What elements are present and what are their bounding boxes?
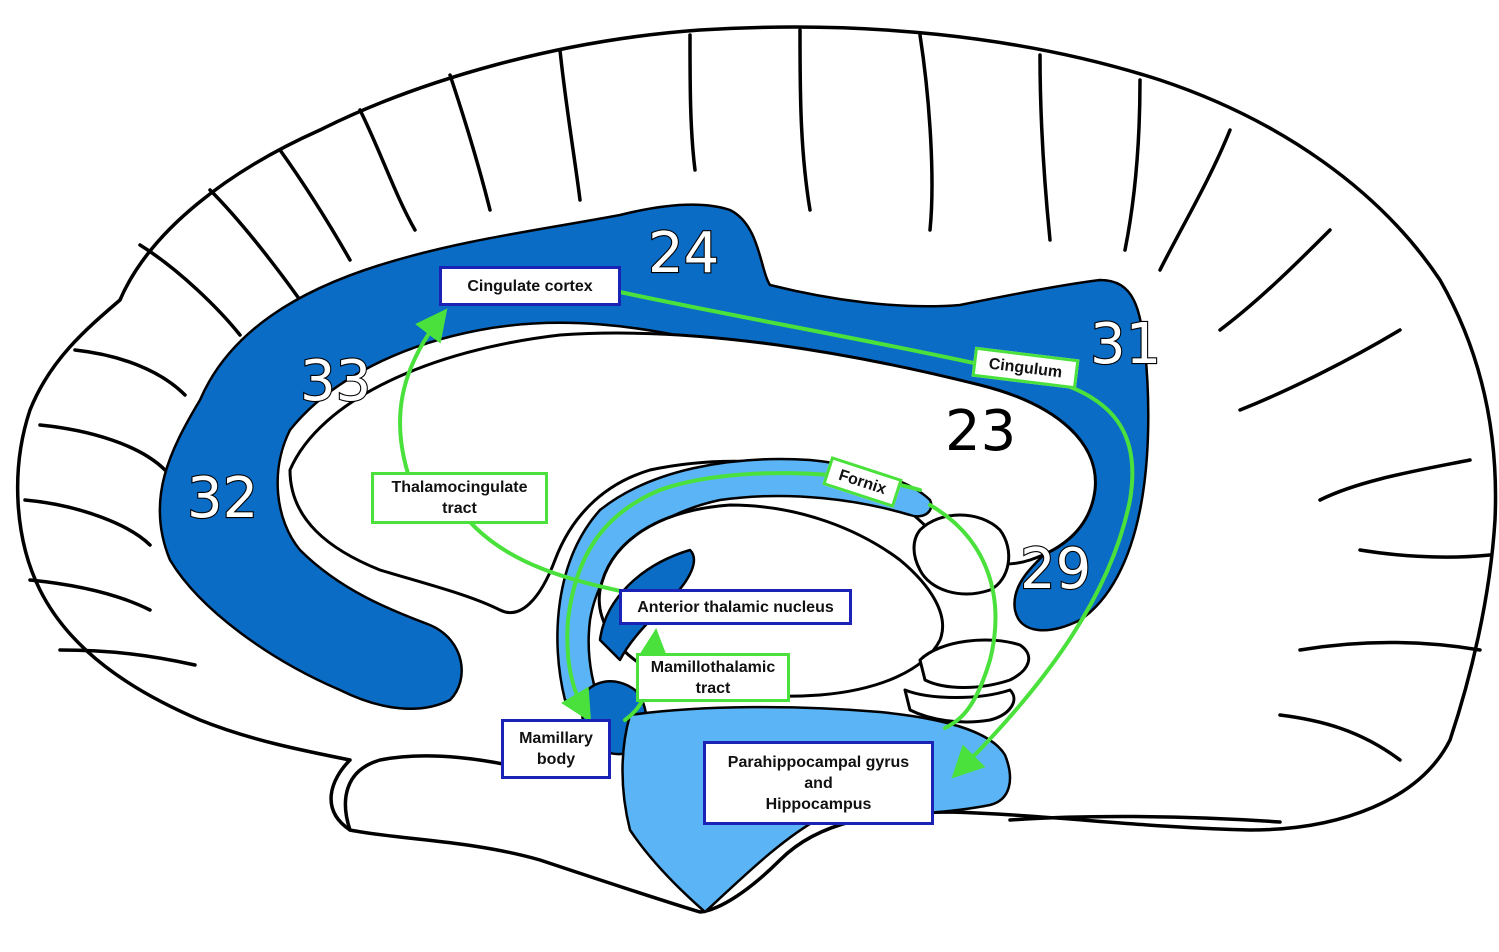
temporal-lobe-outline [343,754,532,832]
mamillothalamic-label: Mamillothalamic tract [636,653,790,702]
area-31-label: 31 [1090,312,1161,377]
colliculi [918,638,1031,689]
lower-sulcus [1008,814,1282,824]
area-33-label: 33 [300,349,371,414]
area-24-label: 24 [648,221,719,286]
mamillary-body-label: Mamillary body [501,719,611,779]
fornix-tract [928,503,998,730]
thalamocingulate-lower-tract [468,520,627,594]
cingulate-cortex-label: Cingulate cortex [439,266,621,306]
cingulum-tract [618,290,1135,779]
thalamocingulate-tract [398,308,448,482]
fornix-arc-tract [561,471,922,723]
pineal-region [912,513,1011,596]
area-23-label: 23 [945,399,1016,464]
anterior-thalamic-nucleus-label: Anterior thalamic nucleus [619,589,852,625]
area-29-label: 29 [1020,537,1091,602]
brainstem-outline [903,688,1016,724]
parahippocampal-label: Parahippocampal gyrus and Hippocampus [703,741,934,825]
thalamocingulate-label: Thalamocingulate tract [371,472,548,524]
area-32-label: 32 [187,466,258,531]
cortical-sulci [23,28,1492,762]
